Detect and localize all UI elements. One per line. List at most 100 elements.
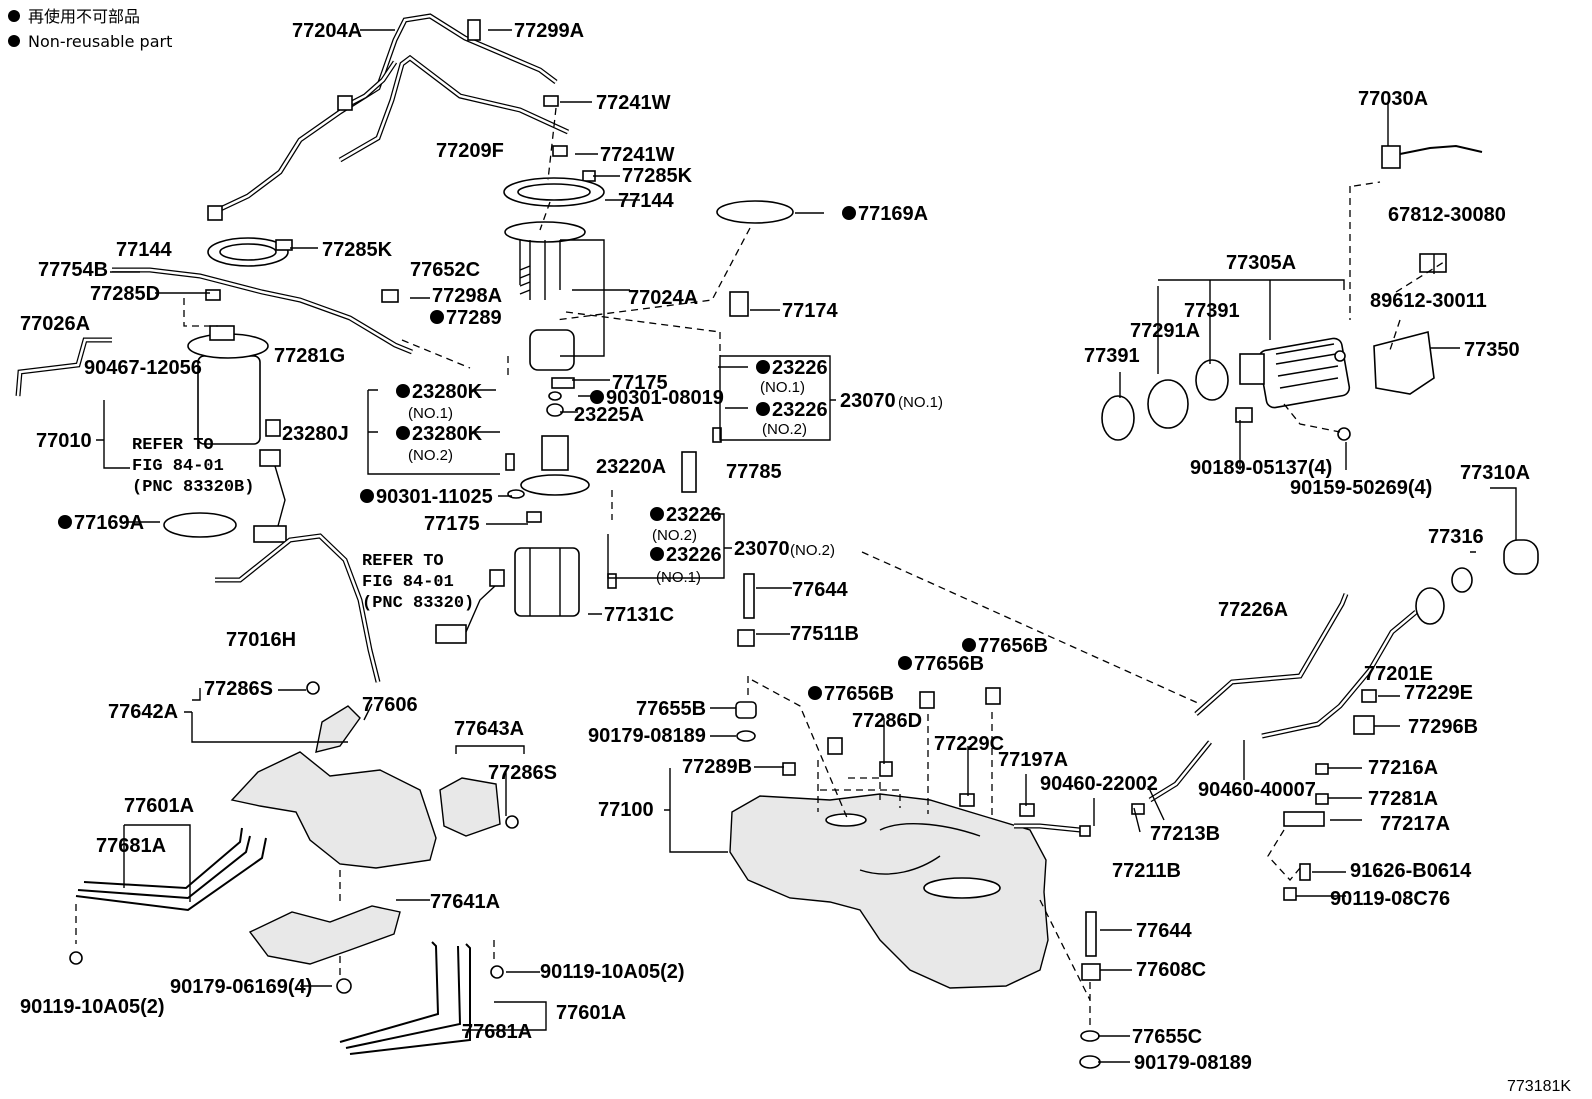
part-callout[interactable]: 77174	[782, 300, 838, 322]
part-callout[interactable]: 77131C	[604, 604, 674, 626]
part-callout[interactable]: 77197A	[998, 749, 1068, 771]
refer-note-line[interactable]: FIG 84-01	[362, 573, 454, 592]
part-callout[interactable]: 77229E	[1404, 682, 1473, 704]
part-callout[interactable]: 89612-30011	[1370, 290, 1487, 312]
part-callout[interactable]: 67812-30080	[1388, 204, 1506, 226]
part-callout[interactable]: 90119-10A05(2)	[20, 996, 165, 1018]
part-callout[interactable]: 77310A	[1460, 462, 1530, 484]
part-callout[interactable]: 77305A	[1226, 252, 1296, 274]
part-callout[interactable]: 77030A	[1358, 88, 1428, 110]
part-callout[interactable]: 77656B	[978, 635, 1048, 657]
part-callout[interactable]: 77299A	[514, 20, 584, 42]
part-callout[interactable]: 77296B	[1408, 716, 1478, 738]
part-callout[interactable]: 77656B	[824, 683, 894, 705]
part-callout[interactable]: 77286S	[204, 678, 273, 700]
part-callout[interactable]: 77655C	[1132, 1026, 1202, 1048]
part-callout[interactable]: 23226	[666, 504, 722, 526]
part-callout[interactable]: 77754B	[38, 259, 108, 281]
part-callout[interactable]: 90467-12056	[84, 357, 202, 379]
refer-note-line[interactable]: REFER TO	[132, 436, 214, 455]
part-callout[interactable]: 23070	[734, 538, 790, 560]
part-callout[interactable]: 91626-B0614	[1350, 860, 1472, 882]
part-callout[interactable]: 77144	[116, 239, 172, 261]
part-callout[interactable]: 77391	[1084, 345, 1140, 367]
part-callout[interactable]: 23280J	[282, 423, 349, 445]
part-callout[interactable]: 77608C	[1136, 959, 1206, 981]
part-callout[interactable]: 77209F	[436, 140, 504, 162]
part-callout[interactable]: 77286S	[488, 762, 557, 784]
part-callout[interactable]: 77350	[1464, 339, 1520, 361]
refer-note-line[interactable]: (PNC 83320)	[362, 594, 474, 613]
part-callout[interactable]: 77169A	[74, 512, 144, 534]
part-callout[interactable]: 77285K	[322, 239, 393, 261]
part-callout[interactable]: 77642A	[108, 701, 178, 723]
part-callout[interactable]: 23280K	[412, 381, 483, 403]
part-callout[interactable]: 77641A	[430, 891, 500, 913]
part-callout[interactable]: 77213B	[1150, 823, 1220, 845]
part-callout[interactable]: 77291A	[1130, 320, 1200, 342]
part-callout[interactable]: 77201E	[1364, 663, 1433, 685]
part-callout[interactable]: 77281A	[1368, 788, 1438, 810]
part-callout[interactable]: 77298A	[432, 285, 502, 307]
part-callout[interactable]: 77026A	[20, 313, 90, 335]
part-callout[interactable]: 90179-08189	[588, 725, 706, 747]
part-callout[interactable]: 77391	[1184, 300, 1240, 322]
part-callout[interactable]: 77241W	[600, 144, 675, 166]
part-callout[interactable]: 77644	[1136, 920, 1192, 942]
part-callout[interactable]: 77511B	[790, 623, 859, 645]
part-callout[interactable]: 77204A	[292, 20, 362, 42]
part-callout[interactable]: 77606	[362, 694, 418, 716]
part-callout[interactable]: 23226	[772, 399, 828, 421]
refer-note-line[interactable]: FIG 84-01	[132, 457, 224, 476]
part-callout[interactable]: 77316	[1428, 526, 1484, 548]
part-callout[interactable]: 77100	[598, 799, 654, 821]
part-callout[interactable]: 77285D	[90, 283, 160, 305]
part-callout[interactable]: 90301-11025	[376, 486, 493, 508]
part-callout[interactable]: 77016H	[226, 629, 296, 651]
part-callout[interactable]: 77241W	[596, 92, 671, 114]
part-callout[interactable]: 77229C	[934, 733, 1004, 755]
refer-note-line[interactable]: (PNC 83320B)	[132, 478, 254, 497]
part-callout[interactable]: 77652C	[410, 259, 480, 281]
part-callout[interactable]: 23070	[840, 390, 896, 412]
part-callout[interactable]: 90460-40007	[1198, 779, 1316, 801]
part-callout[interactable]: 77286D	[852, 710, 922, 732]
part-callout[interactable]: 77601A	[124, 795, 194, 817]
part-callout[interactable]: 77217A	[1380, 813, 1450, 835]
part-callout[interactable]: 90460-22002	[1040, 773, 1158, 795]
part-callout[interactable]: 77216A	[1368, 757, 1438, 779]
part-callout[interactable]: 23226	[772, 357, 828, 379]
part-callout[interactable]: 90301-08019	[606, 387, 724, 409]
part-callout[interactable]: 77211B	[1112, 860, 1181, 882]
part-callout[interactable]: 90119-10A05(2)	[540, 961, 685, 983]
part-callout[interactable]: 77656B	[914, 653, 984, 675]
part-callout[interactable]: 90119-08C76	[1330, 888, 1450, 910]
part-callout[interactable]: 77175	[424, 513, 480, 535]
part-callout[interactable]: 77681A	[96, 835, 166, 857]
part-callout[interactable]: 77681A	[462, 1021, 532, 1043]
part-callout[interactable]: 90179-08189	[1134, 1052, 1252, 1074]
part-callout[interactable]: 77285K	[622, 165, 693, 187]
part-callout[interactable]: 77601A	[556, 1002, 626, 1024]
part-callout[interactable]: 77643A	[454, 718, 524, 740]
part-callout[interactable]: 77226A	[1218, 599, 1288, 621]
part-callout[interactable]: 23226	[666, 544, 722, 566]
part-callout[interactable]: 77281G	[274, 345, 345, 367]
part-callout[interactable]: 90159-50269(4)	[1290, 477, 1432, 499]
part-callout[interactable]: 77024A	[628, 287, 698, 309]
part-callout[interactable]: 77655B	[636, 698, 706, 720]
part-callout[interactable]: 77175	[612, 372, 668, 394]
part-callout[interactable]: 77289B	[682, 756, 752, 778]
part-callout[interactable]: 90179-06169(4)	[170, 976, 312, 998]
part-callout[interactable]: 23225A	[574, 404, 644, 426]
part-callout[interactable]: 77169A	[858, 203, 928, 225]
part-callout[interactable]: 90189-05137(4)	[1190, 457, 1332, 479]
part-callout[interactable]: 77010	[36, 430, 92, 452]
part-callout[interactable]: 23220A	[596, 456, 666, 478]
part-callout[interactable]: 77644	[792, 579, 848, 601]
part-callout[interactable]: 77144	[618, 190, 674, 212]
part-callout[interactable]: 77289	[446, 307, 502, 329]
part-callout[interactable]: 23280K	[412, 423, 483, 445]
part-callout[interactable]: 77785	[726, 461, 782, 483]
refer-note-line[interactable]: REFER TO	[362, 552, 444, 571]
